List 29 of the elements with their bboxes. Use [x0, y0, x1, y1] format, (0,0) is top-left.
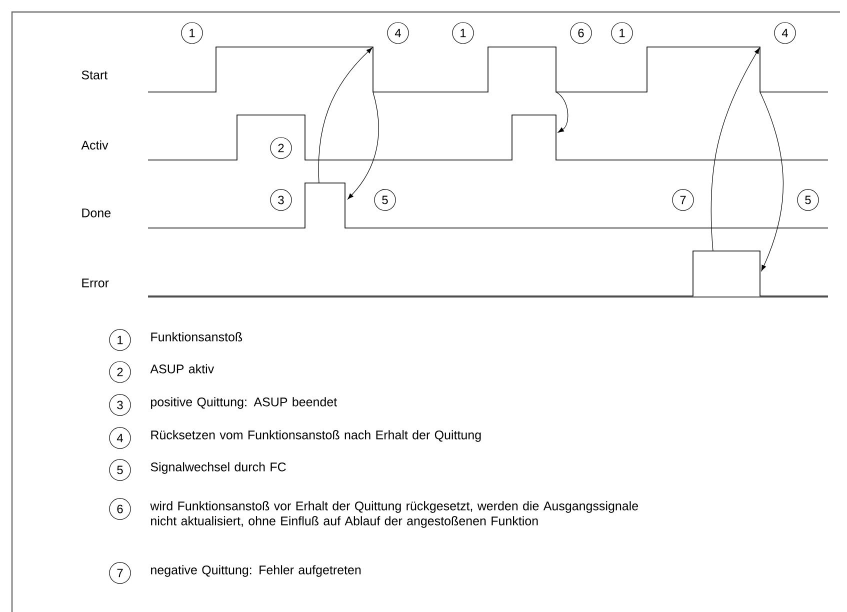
callout-description: Funktionsanstoß	[151, 332, 242, 342]
callout-description: wird Funktionsanstoß vor Erhalt der Quittung rückgesetzt, werden die Ausgangssignale nicht aktualisiert, ohne Einfluß auf Ablauf der angestoßenen Funktion	[150, 501, 638, 528]
callout-description: Signalwechsel durch FC	[150, 462, 286, 474]
callout-number: 5	[797, 189, 819, 211]
callout-number: 1	[109, 329, 131, 351]
callout-number: 1	[452, 22, 474, 44]
callout-number: 2	[109, 361, 131, 383]
callout-number: 7	[672, 189, 694, 211]
callout-description: positive Quittung: ASUP beendet	[151, 397, 337, 409]
callout-number: 1	[611, 22, 633, 44]
callout-number: 6	[570, 22, 592, 44]
callout-number: 4	[109, 427, 131, 449]
callout-number: 7	[109, 562, 131, 584]
callout-description: negative Quittung: Fehler aufgetreten	[151, 565, 361, 577]
signal-name: Error	[82, 278, 109, 288]
signal-name: Activ	[81, 140, 108, 150]
callout-number: 5	[109, 459, 131, 481]
callout-number: 3	[270, 189, 292, 211]
callout-description: ASUP aktiv	[150, 364, 214, 374]
callout-number: 2	[270, 137, 292, 159]
callout-number: 1	[181, 22, 203, 44]
callout-number: 5	[374, 189, 396, 211]
callout-number: 4	[387, 22, 409, 44]
callout-description: Rücksetzen vom Funktionsanstoß nach Erhalt der Quittung	[151, 430, 481, 442]
signal-name: Done	[82, 208, 111, 218]
callout-number: 4	[774, 22, 796, 44]
signal-name: Start	[82, 70, 108, 80]
callout-number: 6	[109, 498, 131, 520]
callout-number: 3	[109, 394, 131, 416]
